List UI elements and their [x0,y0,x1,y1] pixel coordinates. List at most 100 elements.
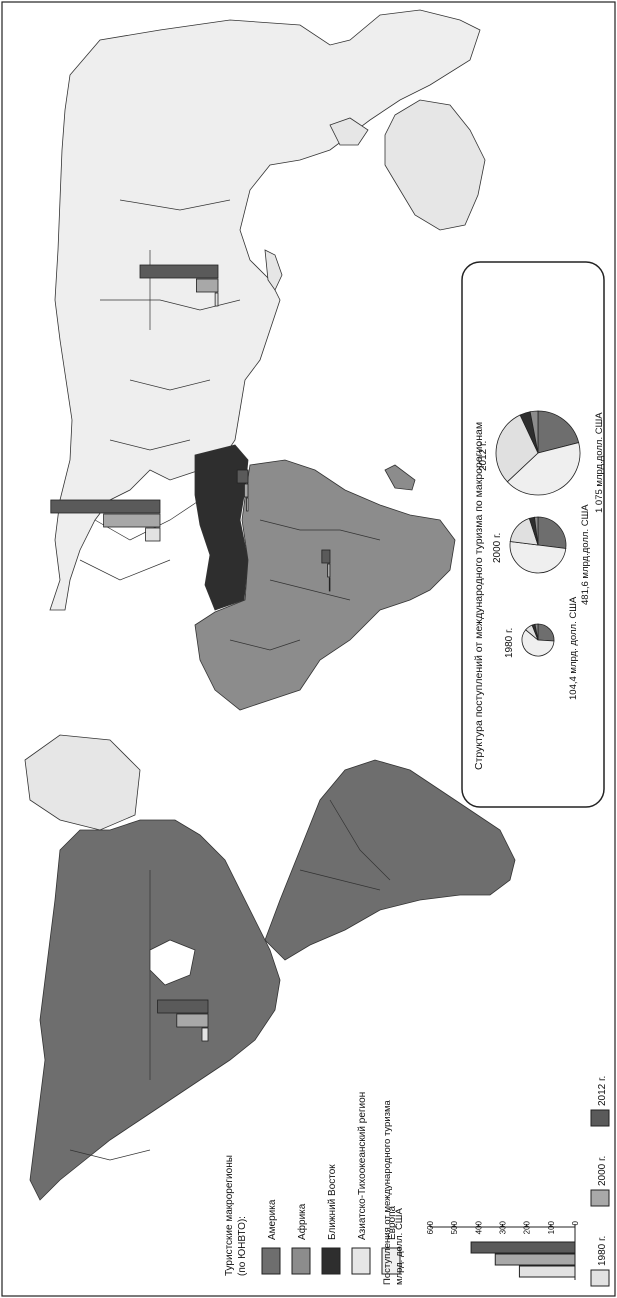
bar-legend-tick-label-group: 0 [571,1220,580,1225]
map-bar [145,527,161,542]
legend-title-line1: Туристские макрорегионы [224,1155,235,1276]
bar-legend-tick-label: 600 [426,1220,435,1234]
legend-swatch [351,1247,371,1275]
year-legend-label: 1980 г. [597,1236,608,1266]
pie-year-label: 1980 г. [504,628,515,658]
bar-legend-title-line2: млрд. долл. США [394,1207,405,1285]
pie-slice [537,410,580,454]
pie-slice [534,516,539,546]
pie-panel-title: Структура поступлений от международного … [473,422,485,770]
bar-legend-tick-label: 200 [523,1220,532,1234]
bar-legend-bar [518,1265,576,1278]
map-bar [243,483,249,498]
bar-legend-tick-label: 0 [571,1220,580,1225]
bar-legend-tick-label: 500 [450,1220,459,1234]
map-bar [195,278,219,293]
year-legend-item: 2000 г. [597,1156,608,1186]
bar-legend-title-line1: Поступления от международного туризма [382,1099,393,1285]
legend-label: Америка [267,1199,278,1240]
map-bar [50,499,161,514]
pie-total-label: 1 075 млрд.долл. США [594,412,605,513]
pie-slice [521,629,555,657]
bar-legend-tick-label: 300 [499,1220,508,1234]
legend-label: Азиатско-Тихоокеанский регион [357,1092,368,1240]
australia [384,99,486,231]
year-legend-item: 1980 г. [597,1236,608,1266]
legend-title-line2: (по ЮНВТО): [237,1216,248,1276]
bar-legend-tick-label: 400 [474,1220,483,1234]
legend-swatch [291,1247,311,1275]
bar-legend-bar [494,1253,576,1266]
legend-items: Америка Африка Ближний Восток Азиатско-Тихо… [261,1092,401,1275]
year-legend-swatch [590,1269,610,1287]
japan [264,249,283,291]
year-legend: 1980 г. 2000 г. 2012 г. [590,1076,610,1287]
map-bar [236,469,249,484]
bar-legend-chart: 600 500 400 300 200 100 0 [426,1220,580,1280]
pie-slice [534,623,539,641]
greenland [24,734,141,831]
hudson-bay [149,939,196,986]
legend-item: Европа [387,1205,398,1240]
pie-slice [506,442,581,496]
legend-item: Ближний Восток [327,1164,338,1240]
pie-year-label: 2000 г. [492,533,503,563]
legend-label: Европа [387,1205,398,1240]
bar-legend-tick-label-group: 600 [426,1220,435,1234]
map-bar [157,999,209,1014]
legend-item: Азиатско-Тихоокеанский регион [357,1092,368,1240]
region-legend: Туристские макрорегионы (по ЮНВТО): [224,1155,248,1276]
year-legend-swatch [590,1189,610,1207]
legend-label: Африка [296,1203,308,1240]
map-bar [103,513,161,528]
eurasia-landmass [49,9,481,611]
pie-slice [537,516,567,549]
year-legend-item: 2012 г. [597,1076,608,1106]
map-bar [176,1013,209,1028]
bar-legend-tick-label-group: 400 [474,1220,483,1234]
legend-item: Америка [267,1199,278,1240]
map-bar [321,549,331,564]
new-guinea [329,117,369,146]
bar-legend-tick-label: 100 [547,1220,556,1234]
map-bar [246,497,249,512]
bar-legend-tick-label-group: 200 [523,1220,532,1234]
pie-total-label: 481,6 млрд.долл. США [580,504,591,605]
legend-item: Африка [296,1203,308,1240]
map-bars [50,264,331,1042]
bar-legend-tick-label-group: 100 [547,1220,556,1234]
legend-label: Ближний Восток [327,1164,338,1240]
south-america-region [264,759,516,961]
pie-slice [529,410,539,454]
north-america-region [29,819,281,1201]
map-bar [139,264,219,279]
legend-swatch [321,1247,341,1275]
bar-legend-tick-label-group: 500 [450,1220,459,1234]
map-bar [328,577,331,592]
map-bar [201,1027,209,1042]
pie-year: 1980 г. [504,628,515,658]
year-legend-label: 2012 г. [597,1076,608,1106]
map-bar [214,292,219,307]
madagascar [384,464,416,491]
pie-group: 1980 г. 104,4 млрд. долл. США 2000 г. 481,6… [478,410,605,700]
pie-total: 481,6 млрд.долл. США [580,504,591,605]
pie-total: 1 075 млрд.долл. США [594,412,605,513]
bar-legend-bar [470,1241,576,1254]
bar-legend-tick-label-group: 300 [499,1220,508,1234]
year-legend-swatch [590,1109,610,1127]
pie-year-label: 2012 г. [478,441,489,471]
legend-swatch [381,1247,401,1275]
pie-total: 104,4 млрд. долл. США [568,596,579,700]
pie-total-label: 104,4 млрд. долл. США [568,596,579,700]
year-legend-label: 2000 г. [597,1156,608,1186]
pie-panel-title-text: Структура поступлений от международного … [473,422,485,770]
pie-slice [495,414,539,483]
pie-slice [509,541,567,574]
map-bar [327,563,331,578]
legend-swatch [261,1247,281,1275]
pie-year: 2000 г. [492,533,503,563]
bar-legend-title: Поступления от международного туризма мл… [382,1099,405,1285]
pie-year: 2012 г. [478,441,489,471]
